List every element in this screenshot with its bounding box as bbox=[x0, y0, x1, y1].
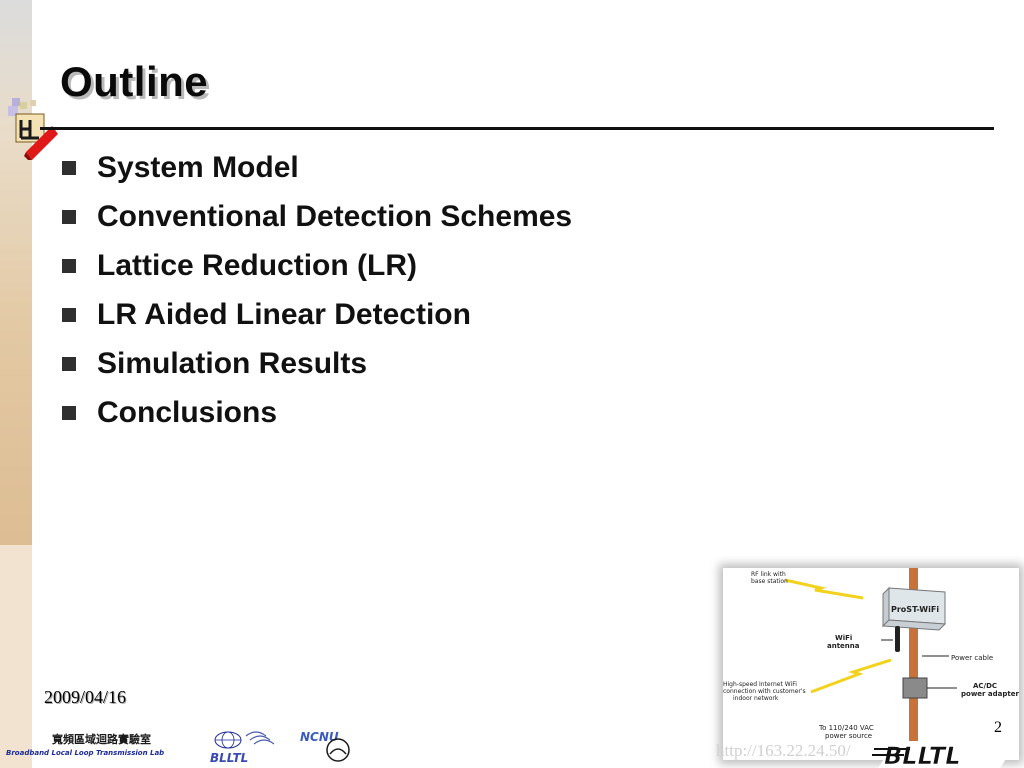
bullet-item-system-model: System Model bbox=[62, 143, 572, 192]
utility-pole bbox=[909, 568, 918, 760]
lab-logo: 寬頻區域迴路實驗室 Broadband Local Loop Transmiss… bbox=[6, 730, 350, 765]
blltl-logo: BLLTL bbox=[872, 741, 1018, 768]
bullet-label: System Model bbox=[97, 150, 299, 184]
square-bullet-icon bbox=[62, 258, 76, 273]
wifi-deployment-diagram: ProST-WiFi RF link with base station WiF… bbox=[723, 568, 1019, 760]
lab-english-name: Broadband Local Loop Transmission Lab bbox=[6, 749, 164, 757]
slide-title: Outline bbox=[60, 58, 209, 105]
wifi-antenna-icon bbox=[895, 626, 900, 652]
rf-link-label: RF link with base station bbox=[751, 571, 788, 585]
bullet-label: Conventional Detection Schemes bbox=[97, 199, 573, 233]
source-url-watermark: http://163.22.24.50/ bbox=[716, 741, 851, 760]
lab-chinese-name: 寬頻區域迴路實驗室 bbox=[51, 732, 151, 746]
bullet-item-conclusions: Conclusions bbox=[62, 388, 572, 437]
internet-label: High-speed Internet WiFi connection with… bbox=[723, 681, 808, 702]
globe-icon bbox=[214, 731, 242, 749]
title-underline bbox=[40, 127, 994, 130]
bullet-item-conventional-detection: Conventional Detection Schemes bbox=[62, 192, 572, 241]
square-bullet-icon bbox=[62, 356, 76, 371]
wave-signal-icon bbox=[245, 731, 275, 745]
university-name: NCNU bbox=[300, 730, 339, 744]
bullet-label: Lattice Reduction (LR) bbox=[97, 248, 417, 282]
wifi-lightning-icon bbox=[810, 658, 892, 694]
device-label: ProST-WiFi bbox=[891, 605, 939, 614]
prost-wifi-device: ProST-WiFi bbox=[881, 586, 947, 631]
bullet-item-simulation-results: Simulation Results bbox=[62, 339, 572, 388]
wifi-antenna-label: WiFi antenna bbox=[827, 634, 860, 650]
power-cable-label: Power cable bbox=[951, 654, 993, 662]
slide-date: 2009/04/16 bbox=[44, 687, 127, 707]
page-number: 2 bbox=[994, 719, 1002, 736]
sidebar-decoration-lower bbox=[0, 545, 32, 768]
lab-acronym: BLLTL bbox=[210, 751, 248, 765]
power-adapter-box bbox=[902, 677, 928, 699]
square-bullet-icon bbox=[62, 209, 76, 224]
bullet-item-lr-aided-linear: LR Aided Linear Detection bbox=[62, 290, 572, 339]
bullet-label: LR Aided Linear Detection bbox=[97, 297, 471, 331]
square-bullet-icon bbox=[62, 405, 76, 420]
sidebar-decoration-bar bbox=[0, 0, 32, 545]
outline-bullet-list: System Model Conventional Detection Sche… bbox=[62, 143, 572, 437]
power-source-label: To 110/240 VAC power source bbox=[818, 724, 876, 740]
diagram-drawing: ProST-WiFi RF link with base station WiF… bbox=[723, 568, 1019, 760]
rf-lightning-icon bbox=[784, 578, 864, 600]
square-bullet-icon bbox=[62, 160, 76, 175]
bullet-item-lattice-reduction: Lattice Reduction (LR) bbox=[62, 241, 572, 290]
university-emblem-icon bbox=[326, 738, 350, 762]
square-bullet-icon bbox=[62, 307, 76, 322]
bullet-label: Simulation Results bbox=[97, 346, 368, 380]
corner-logo-icon bbox=[8, 98, 58, 160]
bullet-label: Conclusions bbox=[97, 395, 278, 429]
acdc-label: AC/DC power adapter bbox=[961, 682, 1019, 698]
